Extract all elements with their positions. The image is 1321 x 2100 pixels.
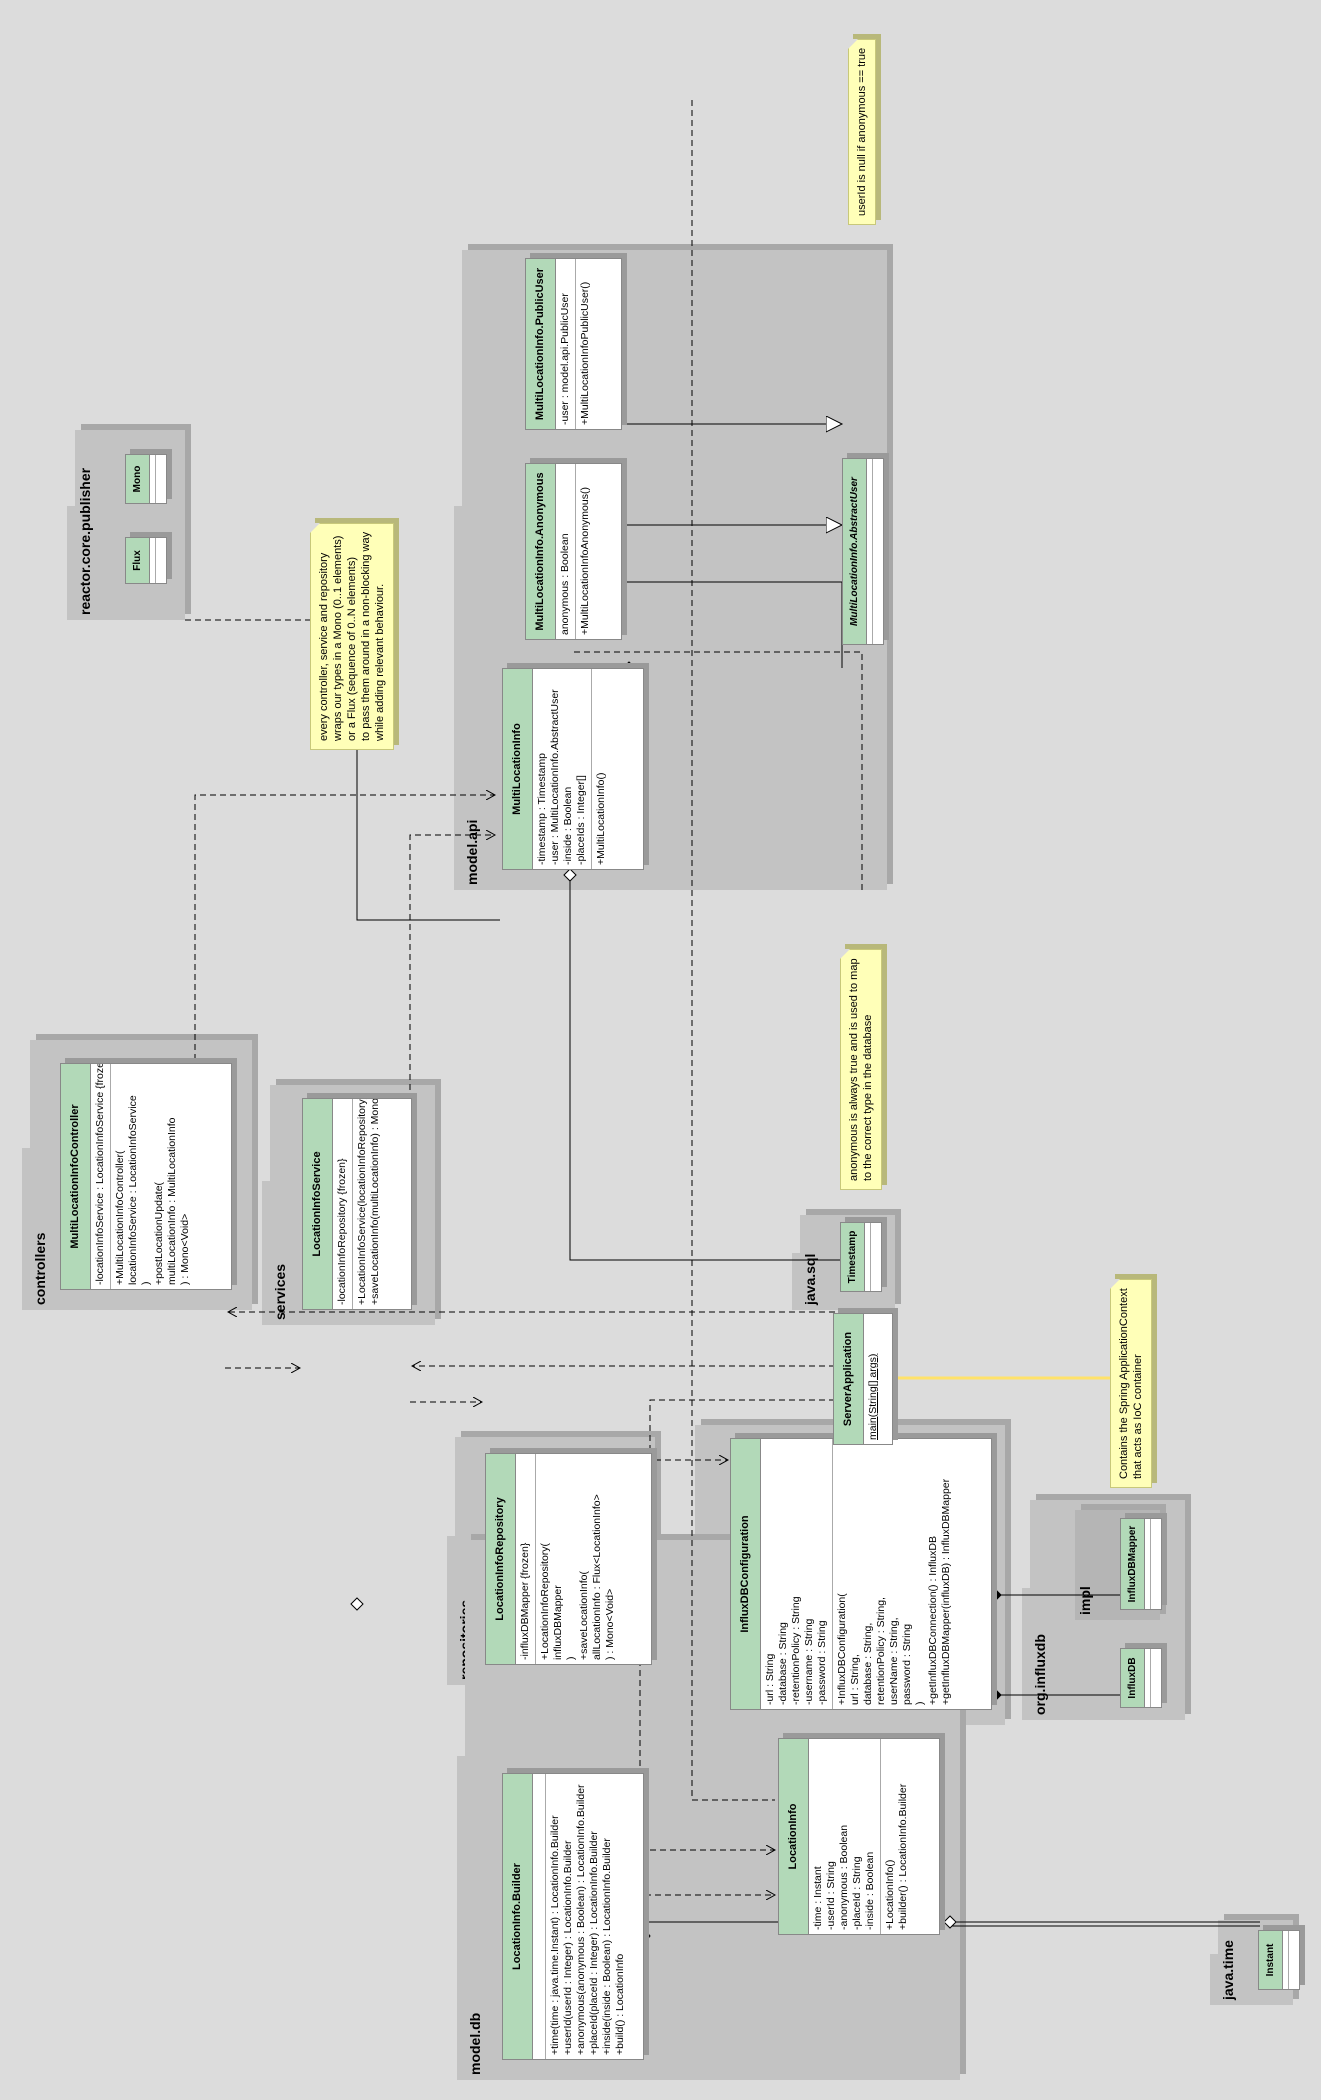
class-influxdb-configuration: InfluxDBConfiguration -url : String -dat… bbox=[730, 1438, 992, 1710]
class-name: InfluxDB bbox=[1121, 1649, 1145, 1707]
class-fields: -influxDBMapper {frozen} bbox=[516, 1454, 536, 1664]
class-methods: +LocationInfoService(locationInfoReposit… bbox=[356, 1098, 381, 1305]
class-fields: -locationInfoService : LocationInfoServi… bbox=[91, 1063, 111, 1289]
class-name: MultiLocationInfo.PublicUser bbox=[526, 259, 556, 429]
class-mono: Mono bbox=[125, 454, 167, 504]
note-reactor: every controller, service and repository… bbox=[310, 522, 394, 750]
class-name: MultiLocationInfoController bbox=[61, 1064, 91, 1289]
class-methods: +LocationInfoRepository( influxDBMapper … bbox=[539, 1494, 616, 1660]
class-flux: Flux bbox=[125, 537, 167, 584]
class-methods: +InfluxDBConfiguration( url : String, da… bbox=[836, 1478, 952, 1705]
class-name: MultiLocationInfo bbox=[503, 669, 533, 869]
class-section bbox=[873, 459, 878, 644]
class-section bbox=[1151, 1649, 1156, 1707]
class-influxdb: InfluxDB bbox=[1120, 1648, 1162, 1708]
class-section bbox=[871, 1223, 876, 1291]
class-name: LocationInfoService bbox=[303, 1099, 333, 1309]
class-section bbox=[1151, 1519, 1156, 1609]
class-name: InfluxDBConfiguration bbox=[731, 1439, 761, 1709]
class-name: InfluxDBMapper bbox=[1121, 1519, 1145, 1609]
class-location-info-service: LocationInfoService -locationInfoReposit… bbox=[302, 1098, 412, 1310]
class-fields: -user : model.api.PublicUser bbox=[556, 259, 576, 429]
note-spring-context: Contains the Spring ApplicationContext t… bbox=[1110, 1279, 1152, 1488]
note-user-id: userId is null if anonymous == true bbox=[848, 38, 876, 225]
class-methods: +time(time : java.time.Instant) : Locati… bbox=[549, 1784, 626, 2055]
class-multi-location-info-anonymous: MultiLocationInfo.Anonymous anonymous : … bbox=[525, 463, 622, 640]
class-name: MultiLocationInfo.Anonymous bbox=[526, 464, 556, 639]
class-methods: +MultiLocationInfoController( locationIn… bbox=[114, 1095, 191, 1285]
class-influxdb-mapper: InfluxDBMapper bbox=[1120, 1518, 1162, 1610]
class-timestamp: Timestamp bbox=[840, 1222, 882, 1292]
class-name: Flux bbox=[126, 538, 150, 583]
class-fields: anonymous : Boolean bbox=[556, 464, 576, 639]
class-fields bbox=[533, 1774, 546, 2059]
class-name: LocationInfo.Builder bbox=[503, 1774, 533, 2059]
class-section bbox=[156, 538, 161, 583]
class-fields: -locationInfoRepository {frozen} bbox=[333, 1099, 353, 1309]
class-multi-location-info-public-user: MultiLocationInfo.PublicUser -user : mod… bbox=[525, 258, 622, 430]
class-name: LocationInfo bbox=[779, 1739, 809, 1934]
class-section bbox=[156, 455, 161, 503]
class-name: Mono bbox=[126, 455, 150, 503]
class-fields: -time : Instant -userId : String -anonym… bbox=[809, 1739, 881, 1934]
class-methods: +MultiLocationInfo() bbox=[595, 772, 607, 865]
class-name: Timestamp bbox=[841, 1223, 865, 1291]
class-fields: -timestamp : Timestamp -user : MultiLoca… bbox=[533, 669, 592, 869]
class-methods: main(String[] args) bbox=[867, 1353, 879, 1440]
class-name: ServerApplication bbox=[834, 1314, 864, 1444]
class-name: Instant bbox=[1259, 1931, 1283, 1989]
class-methods: +MultiLocationInfoAnonymous() bbox=[579, 487, 591, 635]
class-multi-location-info-controller: MultiLocationInfoController -locationInf… bbox=[60, 1063, 232, 1290]
class-fields: -url : String -database : String -retent… bbox=[761, 1439, 833, 1709]
class-name: LocationInfoRepository bbox=[486, 1454, 516, 1664]
class-abstract-user: MultiLocationInfo.AbstractUser bbox=[842, 458, 884, 645]
class-location-info-builder: LocationInfo.Builder +time(time : java.t… bbox=[502, 1773, 644, 2060]
class-section bbox=[1289, 1931, 1294, 1989]
class-location-info: LocationInfo -time : Instant -userId : S… bbox=[778, 1738, 940, 1935]
class-server-application: ServerApplication main(String[] args) bbox=[833, 1313, 893, 1445]
class-methods: +MultiLocationInfoPublicUser() bbox=[579, 281, 591, 425]
class-location-info-repository: LocationInfoRepository -influxDBMapper {… bbox=[485, 1453, 652, 1665]
class-methods: +LocationInfo() +builder() : LocationInf… bbox=[884, 1783, 909, 1930]
class-instant: Instant bbox=[1258, 1930, 1300, 1990]
note-anonymous: anonymous is always true and is used to … bbox=[840, 949, 882, 1190]
class-name: MultiLocationInfo.AbstractUser bbox=[843, 459, 867, 644]
class-multi-location-info: MultiLocationInfo -timestamp : Timestamp… bbox=[502, 668, 644, 870]
